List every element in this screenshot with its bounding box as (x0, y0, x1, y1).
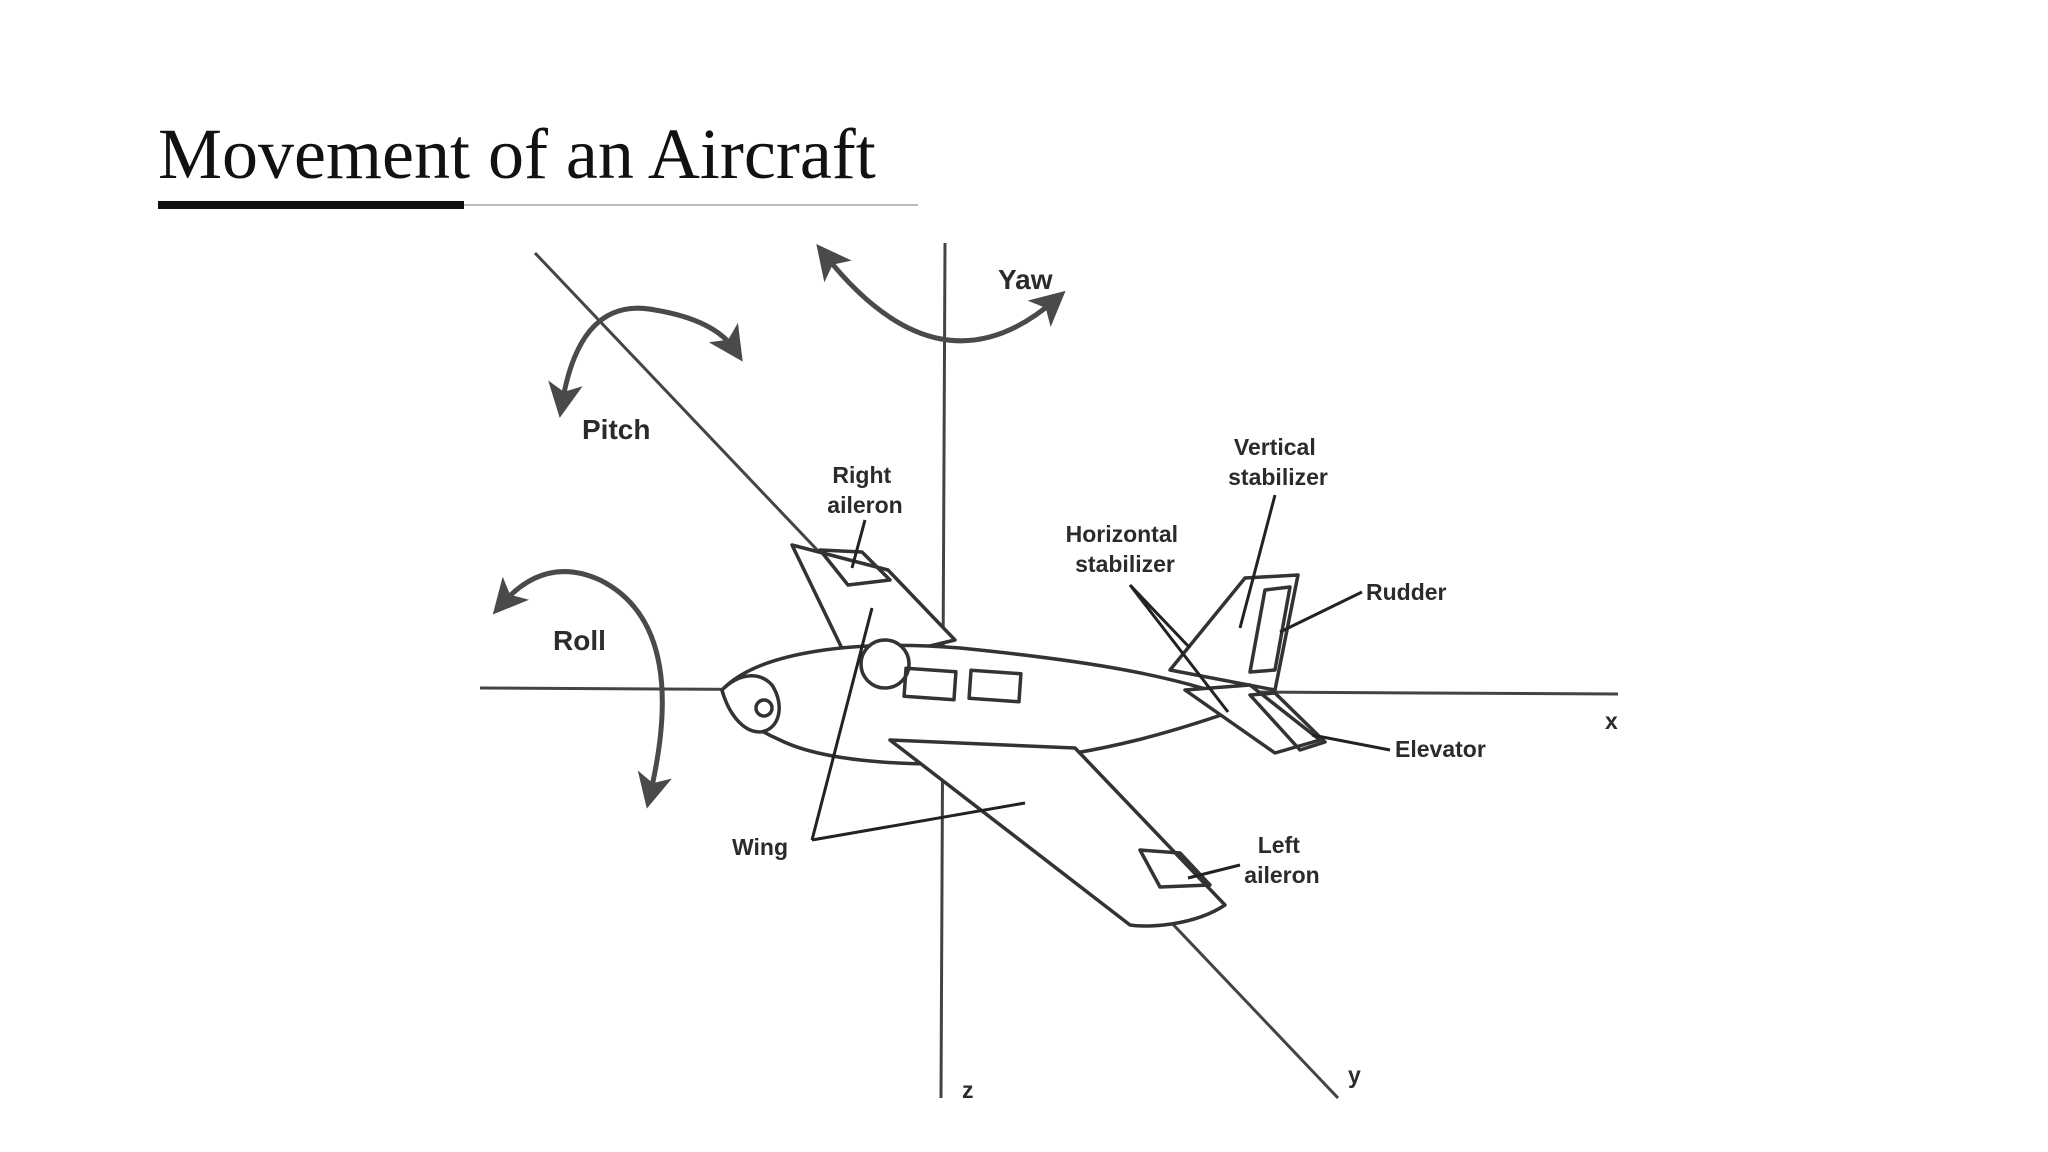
wing-leader-1 (810, 607, 874, 841)
roll-label: Roll (553, 625, 606, 656)
pitch-arrow (548, 305, 743, 418)
right-aileron-leader (850, 519, 867, 569)
horizontal-stabilizer-leader-1 (1128, 583, 1192, 650)
z-axis-label: z (962, 1077, 974, 1103)
side-window-2 (967, 668, 1023, 704)
rotation-arrows (492, 244, 1066, 809)
yaw-label: Yaw (998, 264, 1053, 295)
vertical-stabilizer-leader (1238, 494, 1277, 629)
cockpit-window (859, 638, 911, 690)
rudder (1248, 585, 1292, 674)
elevator (1248, 691, 1327, 752)
elevator-leader (1311, 733, 1391, 752)
wing-label: Wing (732, 834, 788, 860)
slide-title: Movement of an Aircraft (158, 114, 876, 194)
left-aileron (1138, 848, 1212, 889)
pitch-label: Pitch (582, 414, 650, 445)
rudder-leader (1279, 590, 1363, 634)
vertical-stabilizer (1168, 573, 1300, 692)
right-aileron-label: Right aileron (827, 462, 902, 518)
title-underline (158, 204, 918, 206)
vertical-stabilizer-label: Vertical stabilizer (1228, 434, 1328, 490)
y-axis-label: y (1348, 1062, 1361, 1088)
right-aileron (818, 548, 892, 587)
roll-arrow (492, 569, 672, 809)
left-aileron-leader (1187, 863, 1241, 880)
rudder-label: Rudder (1366, 579, 1447, 605)
wing-leader-2 (811, 801, 1026, 842)
x-axis-label: x (1605, 708, 1618, 734)
left-aileron-label: Left aileron (1244, 832, 1319, 888)
leader-lines (810, 494, 1391, 880)
yaw-arrow (816, 244, 1066, 344)
horizontal-stabilizer-leader-2 (1128, 584, 1230, 713)
propeller-hub (754, 698, 774, 718)
title-underline-accent (158, 201, 464, 209)
right-wing (790, 543, 957, 667)
elevator-label: Elevator (1395, 736, 1486, 762)
horizontal-stabilizer-label: Horizontal stabilizer (1066, 521, 1185, 577)
nose-spinner (720, 674, 781, 734)
aircraft (720, 543, 1327, 928)
left-wing (888, 738, 1227, 928)
side-window-1 (902, 666, 958, 702)
